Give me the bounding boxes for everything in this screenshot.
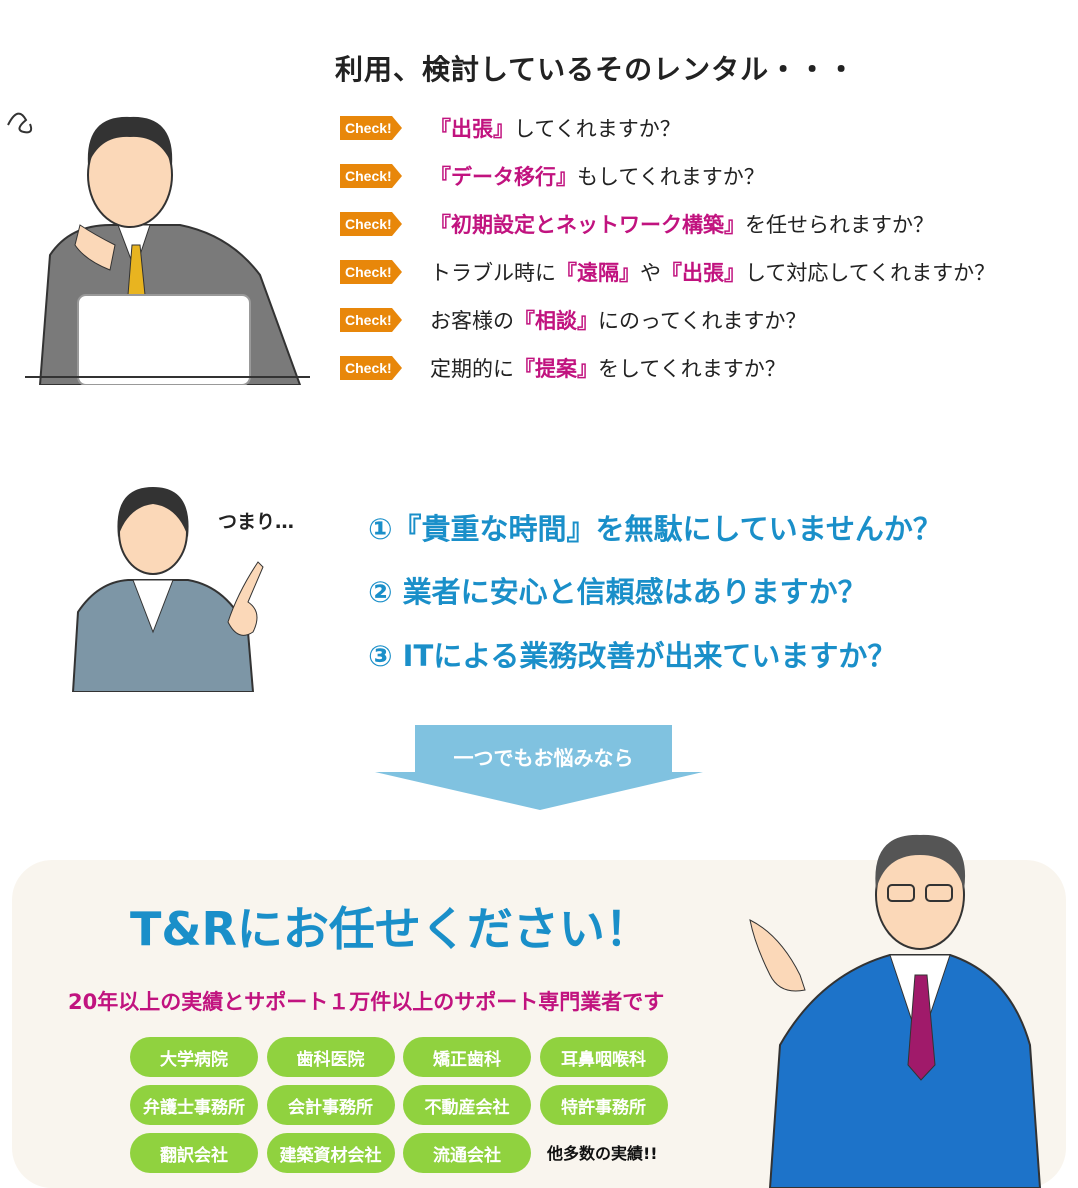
plain-text: 定期的に: [430, 357, 514, 381]
check-text: 定期的に『提案』をしてくれますか？: [430, 353, 786, 383]
industry-tag: 会計事務所: [266, 1085, 395, 1125]
down-arrow-banner: [415, 725, 672, 773]
industry-tag: 不動産会社: [403, 1085, 531, 1125]
industry-tag: 矯正歯科: [403, 1037, 531, 1077]
cta-subtitle: 20年以上の実績とサポート１万件以上のサポート専門業者です: [68, 990, 665, 1014]
worried-businessman-illustration: [7, 112, 310, 385]
industry-tag: 歯科医院: [266, 1037, 395, 1077]
down-arrow-icon: [375, 772, 703, 810]
industry-tag: 弁護士事務所: [130, 1085, 258, 1125]
check-badge: Check!: [340, 308, 402, 332]
check-badge: Check!: [340, 260, 402, 284]
check-badge: Check!: [340, 164, 402, 188]
plain-text: をしてくれますか？: [598, 357, 786, 381]
plain-text: にのってくれますか？: [598, 309, 807, 333]
check-text: 『出張』してくれますか？: [430, 113, 681, 143]
industry-tag: 大学病院: [130, 1037, 258, 1077]
check-item: Check! 定期的に『提案』をしてくれますか？: [340, 356, 786, 381]
highlight-text: 『出張』: [430, 117, 514, 141]
check-item: Check! 『出張』してくれますか？: [340, 116, 681, 141]
check-text: 『初期設定とネットワーク構築』を任せられますか？: [430, 209, 934, 239]
check-item: Check! 『初期設定とネットワーク構築』を任せられますか？: [340, 212, 934, 237]
arrow-label: 一つでもお悩みなら: [453, 746, 634, 770]
cta-title: T&Rにお任せください！: [130, 902, 651, 956]
industry-tag: 特許事務所: [539, 1085, 668, 1125]
industry-tag: 翻訳会社: [130, 1133, 258, 1173]
plain-text: もしてくれますか？: [577, 165, 765, 189]
check-text: 『データ移行』もしてくれますか？: [430, 161, 765, 191]
check-text: トラブル時に『遠隔』や『出張』して対応してくれますか？: [430, 257, 995, 287]
check-badge: Check!: [340, 116, 402, 140]
businesswoman-pointing-illustration: [71, 487, 264, 692]
industry-tag: 耳鼻咽喉科: [539, 1037, 668, 1077]
question-2: ② 業者に安心と信頼感はありますか？: [368, 575, 867, 609]
highlight-text: 『初期設定とネットワーク構築』: [430, 213, 745, 237]
industry-tag: 建築資材会社: [266, 1133, 395, 1173]
check-item: Check! お客様の『相談』にのってくれますか？: [340, 308, 806, 333]
section-title: 利用、検討しているそのレンタル・・・: [335, 53, 857, 86]
industry-tag: 流通会社: [403, 1133, 531, 1173]
check-badge: Check!: [340, 356, 402, 380]
highlight-text: 『相談』: [514, 309, 598, 333]
highlight-text: 『遠隔』: [556, 261, 640, 285]
highlight-text: 『データ移行』: [430, 165, 577, 189]
plain-text: トラブル時に: [430, 261, 556, 285]
question-1: ①『貴重な時間』を無駄にしていませんか？: [368, 512, 942, 546]
presenting-businessman-illustration: [749, 834, 1042, 1188]
plain-text: お客様の: [430, 309, 514, 333]
speech-text: つまり…: [218, 511, 295, 533]
question-3: ③ ITによる業務改善が出来ていますか？: [368, 639, 897, 673]
more-results-text: 他多数の実績!!: [547, 1144, 658, 1163]
check-item: Check! トラブル時に『遠隔』や『出張』して対応してくれますか？: [340, 260, 995, 285]
plain-text: してくれますか？: [514, 117, 681, 141]
check-badge: Check!: [340, 212, 402, 236]
highlight-text: 『提案』: [514, 357, 598, 381]
plain-text: や: [640, 261, 661, 285]
check-text: お客様の『相談』にのってくれますか？: [430, 305, 806, 335]
check-item: Check! 『データ移行』もしてくれますか？: [340, 164, 765, 189]
plain-text: して対応してくれますか？: [745, 261, 996, 285]
highlight-text: 『出張』: [661, 261, 745, 285]
plain-text: を任せられますか？: [745, 213, 934, 237]
